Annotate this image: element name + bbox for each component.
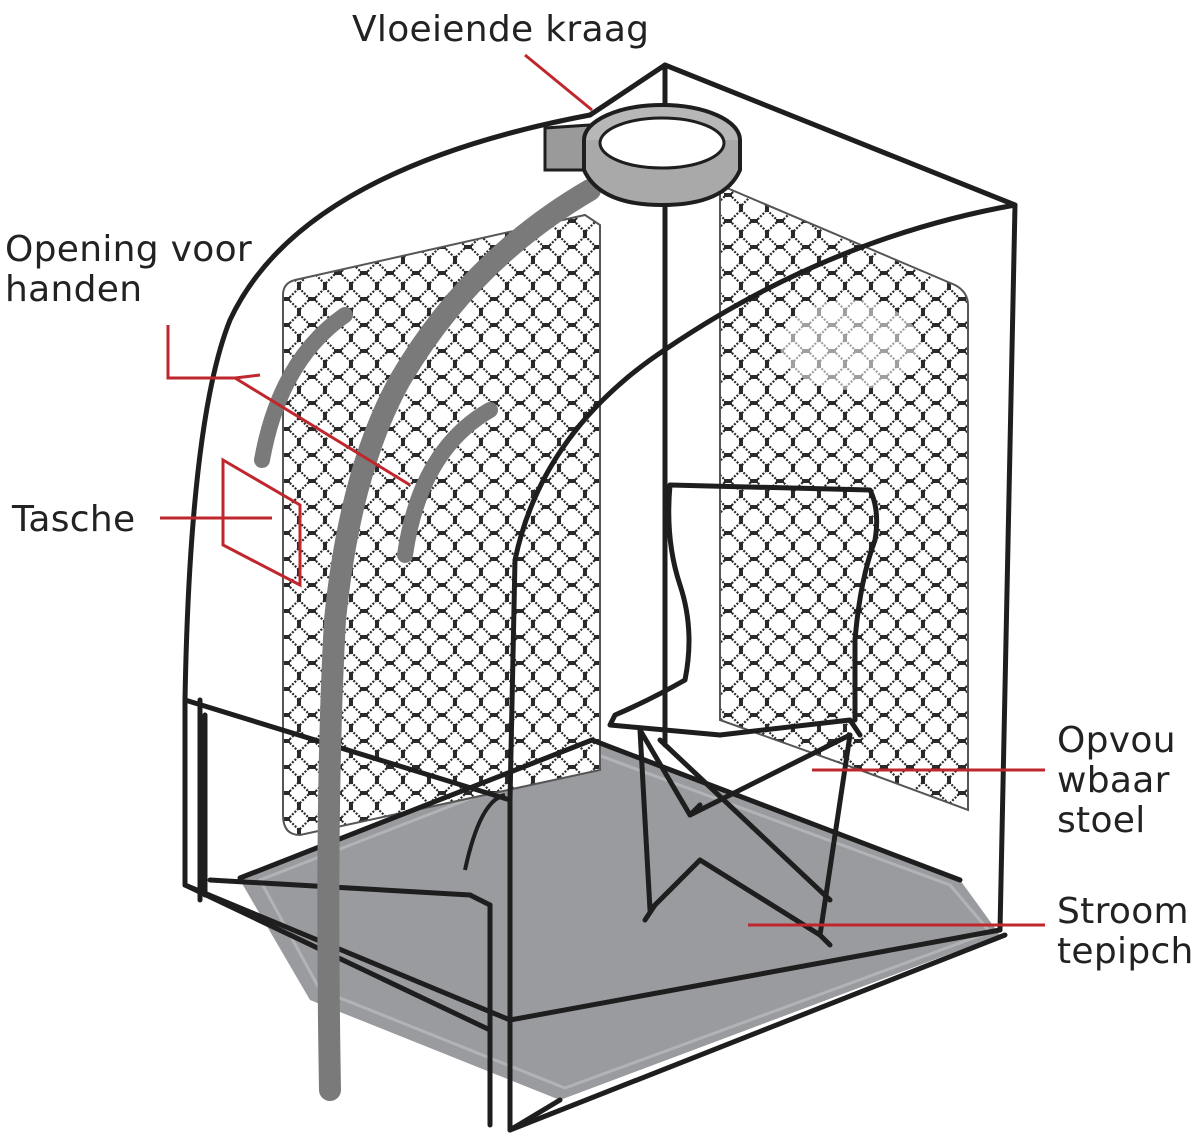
mat-label: Stroom tepipch xyxy=(1057,892,1194,972)
leader-hands xyxy=(166,325,411,487)
mat-label-line-1: Stroom xyxy=(1057,891,1189,932)
chair-label-line-3: stoel xyxy=(1057,800,1146,841)
collar-label: Vloeiende kraag xyxy=(352,10,649,50)
steam-smudge xyxy=(780,300,920,390)
mat-label-line-2: tepipch xyxy=(1057,931,1194,972)
hand-opening-label-line-2: handen xyxy=(5,269,143,310)
chair-label-line-2: wbaar xyxy=(1057,760,1170,801)
leader-collar xyxy=(524,53,593,112)
chair-label-line-1: Opvou xyxy=(1057,720,1176,761)
tent-frame xyxy=(182,62,1018,1133)
power-cable xyxy=(463,793,506,871)
right-lattice-panel xyxy=(719,183,969,812)
hand-opening-left xyxy=(254,307,353,468)
hand-opening-right xyxy=(397,402,498,563)
hand-opening-label: Opening voor handen xyxy=(5,230,252,310)
steam-tube xyxy=(317,179,601,1101)
hand-opening-label-line-1: Opening voor xyxy=(5,229,253,270)
floor-mat xyxy=(240,740,1000,1100)
pocket-label: Tasche xyxy=(12,500,135,540)
left-lattice-panel xyxy=(282,213,601,837)
collar-ring xyxy=(543,103,742,208)
pocket-label-text: Tasche xyxy=(12,499,136,540)
collar-label-text: Vloeiende kraag xyxy=(352,9,650,50)
chair-label: Opvou wbaar stoel xyxy=(1057,721,1176,841)
folding-chair xyxy=(607,482,880,948)
leader-lines xyxy=(160,53,1045,927)
leader-hands-branch xyxy=(234,373,261,380)
